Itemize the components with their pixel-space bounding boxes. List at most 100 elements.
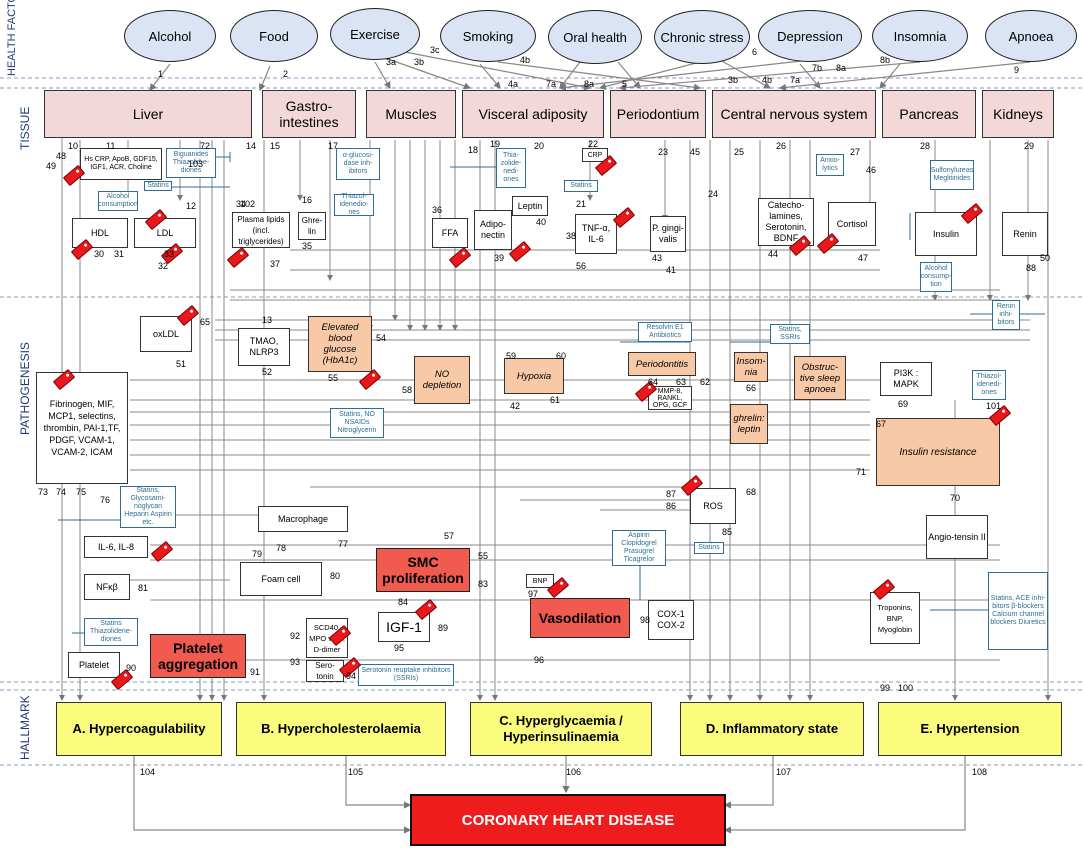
pathway-number: 3b <box>414 57 425 67</box>
pathway-number: 104 <box>140 767 156 777</box>
drug-glucosidase-inhibitors: α-glucosi-dase inh-ibitors <box>336 148 380 180</box>
pathway-number: 71 <box>856 467 867 477</box>
macrophage-box: Macrophage <box>258 506 348 532</box>
adiponectin-box: Adipo-nectin <box>474 210 512 250</box>
liver-markers-box: Hs CRP, ApoB, GDF15, IGF1, ACR, Choline <box>80 148 162 180</box>
pathway-number: 3a <box>386 57 397 67</box>
pathway-number: 42 <box>510 401 521 411</box>
pathway-number: 40 <box>536 217 547 227</box>
tnf-il6-box: TNF-α, IL-6 <box>575 214 617 254</box>
pathway-number: 54 <box>376 333 387 343</box>
pathway-number: 66 <box>746 383 757 393</box>
health-factor-food: Food <box>230 10 318 62</box>
pathway-number: 101 <box>986 401 1002 411</box>
pathway-number: 51 <box>176 359 187 369</box>
pathway-number: 70 <box>950 493 961 503</box>
drug-antihypertensives: Statins, ACE inhi-bitors β-blockers Calc… <box>988 572 1048 650</box>
ldl-box: LDL <box>134 218 196 248</box>
drug-statins-nfkb: Statins Thiazolidene-diones <box>84 618 138 646</box>
pathway-number: 34 <box>236 199 247 209</box>
pathway-number: 107 <box>776 767 792 777</box>
pathway-number: 86 <box>666 501 677 511</box>
pathway-number: 7a <box>546 79 557 89</box>
pathway-number: 1 <box>158 69 164 79</box>
pathway-number: 23 <box>658 147 669 157</box>
pathway-number: 20 <box>534 141 545 151</box>
scd40-box: SCD40, MPO vWF, D-dimer <box>306 618 348 658</box>
pathway-number: 31 <box>114 249 125 259</box>
pathway-number: 18 <box>468 145 479 155</box>
band-label-tissue: TISSUE <box>18 106 32 150</box>
pathway-number: 61 <box>550 395 561 405</box>
tissue-central-nervous-system: Central nervous system <box>712 90 876 138</box>
band-label-hallmark: HALLMARK <box>18 695 32 760</box>
hallmark-inflammatory-state: D. Inflammatory state <box>680 702 864 756</box>
pathway-number: 68 <box>746 487 757 497</box>
pathway-number: 4a <box>508 79 519 89</box>
pathway-number: 108 <box>972 767 988 777</box>
no-depletion-box: NO depletion <box>414 356 470 404</box>
pathway-number: 44 <box>768 249 779 259</box>
pathway-number: 81 <box>138 583 149 593</box>
pathway-number: 50 <box>1040 253 1051 263</box>
pathway-number: 12 <box>186 201 197 211</box>
pathway-number: 2 <box>283 69 289 79</box>
pathway-number: 96 <box>534 655 545 665</box>
pathway-number: 13 <box>262 315 273 325</box>
leptin-box: Leptin <box>512 196 548 216</box>
pathway-number: 30 <box>94 249 105 259</box>
troponins-box: Troponins, BNP, Myoglobin <box>870 592 920 644</box>
smc-proliferation-box: SMC proliferation <box>376 548 470 592</box>
drug-alcohol-consumption: Alcohol consumption <box>98 191 138 211</box>
drug-sulfonylureas: Sulfonylureas Meglitinides <box>930 160 974 190</box>
pathway-number: 37 <box>270 259 281 269</box>
platelet-box: Platelet <box>68 652 120 678</box>
pathway-number: 49 <box>46 161 57 171</box>
cox-box: COX-1 COX-2 <box>648 600 694 640</box>
drug-resolvin: Resolvin E1 Antibiotics <box>638 322 692 342</box>
health-factor-oral-health: Oral health <box>548 10 642 64</box>
drug-antiplatelet: Aspirin Clopidogrel Prasugrel Ticagrelor <box>612 530 666 566</box>
pathway-number: 79 <box>252 549 263 559</box>
ffa-box: FFA <box>432 218 468 248</box>
serotonin-box: Sero-tonin <box>306 660 344 682</box>
pathway-number: 98 <box>640 615 651 625</box>
pathway-number: 84 <box>398 597 409 607</box>
pathway-number: 26 <box>776 141 787 151</box>
periodontitis-box: Periodontitis <box>628 352 696 376</box>
pathway-number: 22 <box>588 139 599 149</box>
pathway-number: 10 <box>68 141 79 151</box>
pathway-number: 28 <box>920 141 931 151</box>
pathway-number: 15 <box>270 141 281 151</box>
pathway-number: 45 <box>690 147 701 157</box>
tissue-visceral-adiposity: Visceral adiposity <box>462 90 604 138</box>
fibrinogen-box: Fibrinogen, MIF, MCP1, selectins, thromb… <box>36 372 128 484</box>
tissue-muscles: Muscles <box>366 90 456 138</box>
pathway-number: 95 <box>394 643 405 653</box>
pathway-number: 4b <box>762 75 773 85</box>
drug-alcohol-insulin: Alcohol consump-tion <box>920 262 952 292</box>
obstructive-sleep-apnoea-box: Obstruc-tive sleep apnoea <box>794 356 846 400</box>
health-factor-exercise: Exercise <box>330 8 420 60</box>
pathway-number: 62 <box>700 377 711 387</box>
pathway-number: 83 <box>478 579 489 589</box>
tissue-gastro-intestines: Gastro-intestines <box>262 90 356 138</box>
hypoxia-box: Hypoxia <box>504 358 564 394</box>
insomnia-condition-box: Insom-nia <box>734 352 768 382</box>
pathway-number: 32 <box>158 261 169 271</box>
pathway-number: 29 <box>1024 141 1035 151</box>
renin-box: Renin <box>1002 212 1048 256</box>
pathway-number: 80 <box>330 571 341 581</box>
pathway-number: 17 <box>328 141 339 151</box>
health-factor-depression: Depression <box>758 10 862 62</box>
drug-statins-vat: Statins <box>564 180 598 192</box>
tmao-nlrp3-box: TMAO, NLRP3 <box>238 328 290 366</box>
ghrelin-leptin-box: ghrelin: leptin <box>730 404 768 444</box>
pathway-number: 78 <box>276 543 287 553</box>
pathway-number: 7b <box>812 63 823 73</box>
vasodilation-box: Vasodilation <box>530 598 630 638</box>
health-factor-insomnia: Insomnia <box>872 10 968 62</box>
nfkb-box: NFκβ <box>84 574 130 600</box>
pathway-number: 94 <box>346 671 357 681</box>
